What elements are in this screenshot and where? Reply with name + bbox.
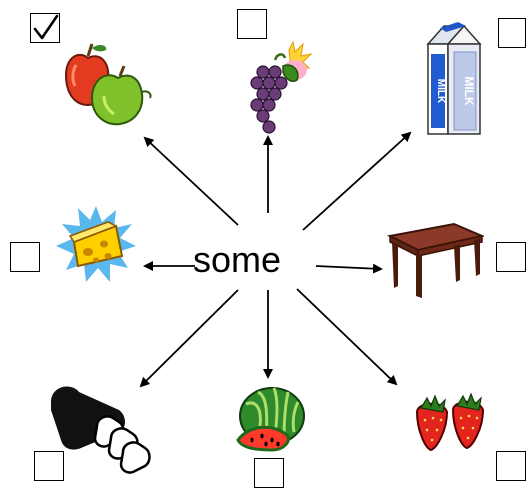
table-checkbox[interactable] <box>496 242 526 272</box>
watermelon-checkbox[interactable] <box>254 458 284 488</box>
strawberries-checkbox[interactable] <box>496 451 526 481</box>
milk-carton-label: MILK <box>435 79 446 104</box>
bread-checkbox[interactable] <box>34 451 64 481</box>
table-icon <box>386 222 484 298</box>
watermelon-icon <box>236 387 305 452</box>
arrow-to-bread <box>139 289 239 388</box>
checkmark-icon <box>33 14 59 40</box>
milk-carton-side-label: MILK <box>462 76 476 106</box>
arrow-to-strawberries <box>296 288 398 386</box>
milk-carton-icon: MILK MILK <box>426 22 482 135</box>
apples-icon <box>64 43 152 126</box>
grapes-icon <box>250 40 313 134</box>
cheese-icon <box>56 206 136 282</box>
arrow-to-apples <box>143 136 239 226</box>
cheese-checkbox[interactable] <box>10 242 40 272</box>
strawberries-icon <box>415 392 485 452</box>
center-word: some <box>193 239 282 280</box>
arrow-to-table <box>315 263 383 274</box>
arrow-to-milk <box>302 131 412 231</box>
bread-icon <box>51 386 151 474</box>
milk-checkbox[interactable] <box>498 18 526 48</box>
grapes-checkbox[interactable] <box>237 9 267 39</box>
apples-checkbox[interactable] <box>30 13 60 43</box>
